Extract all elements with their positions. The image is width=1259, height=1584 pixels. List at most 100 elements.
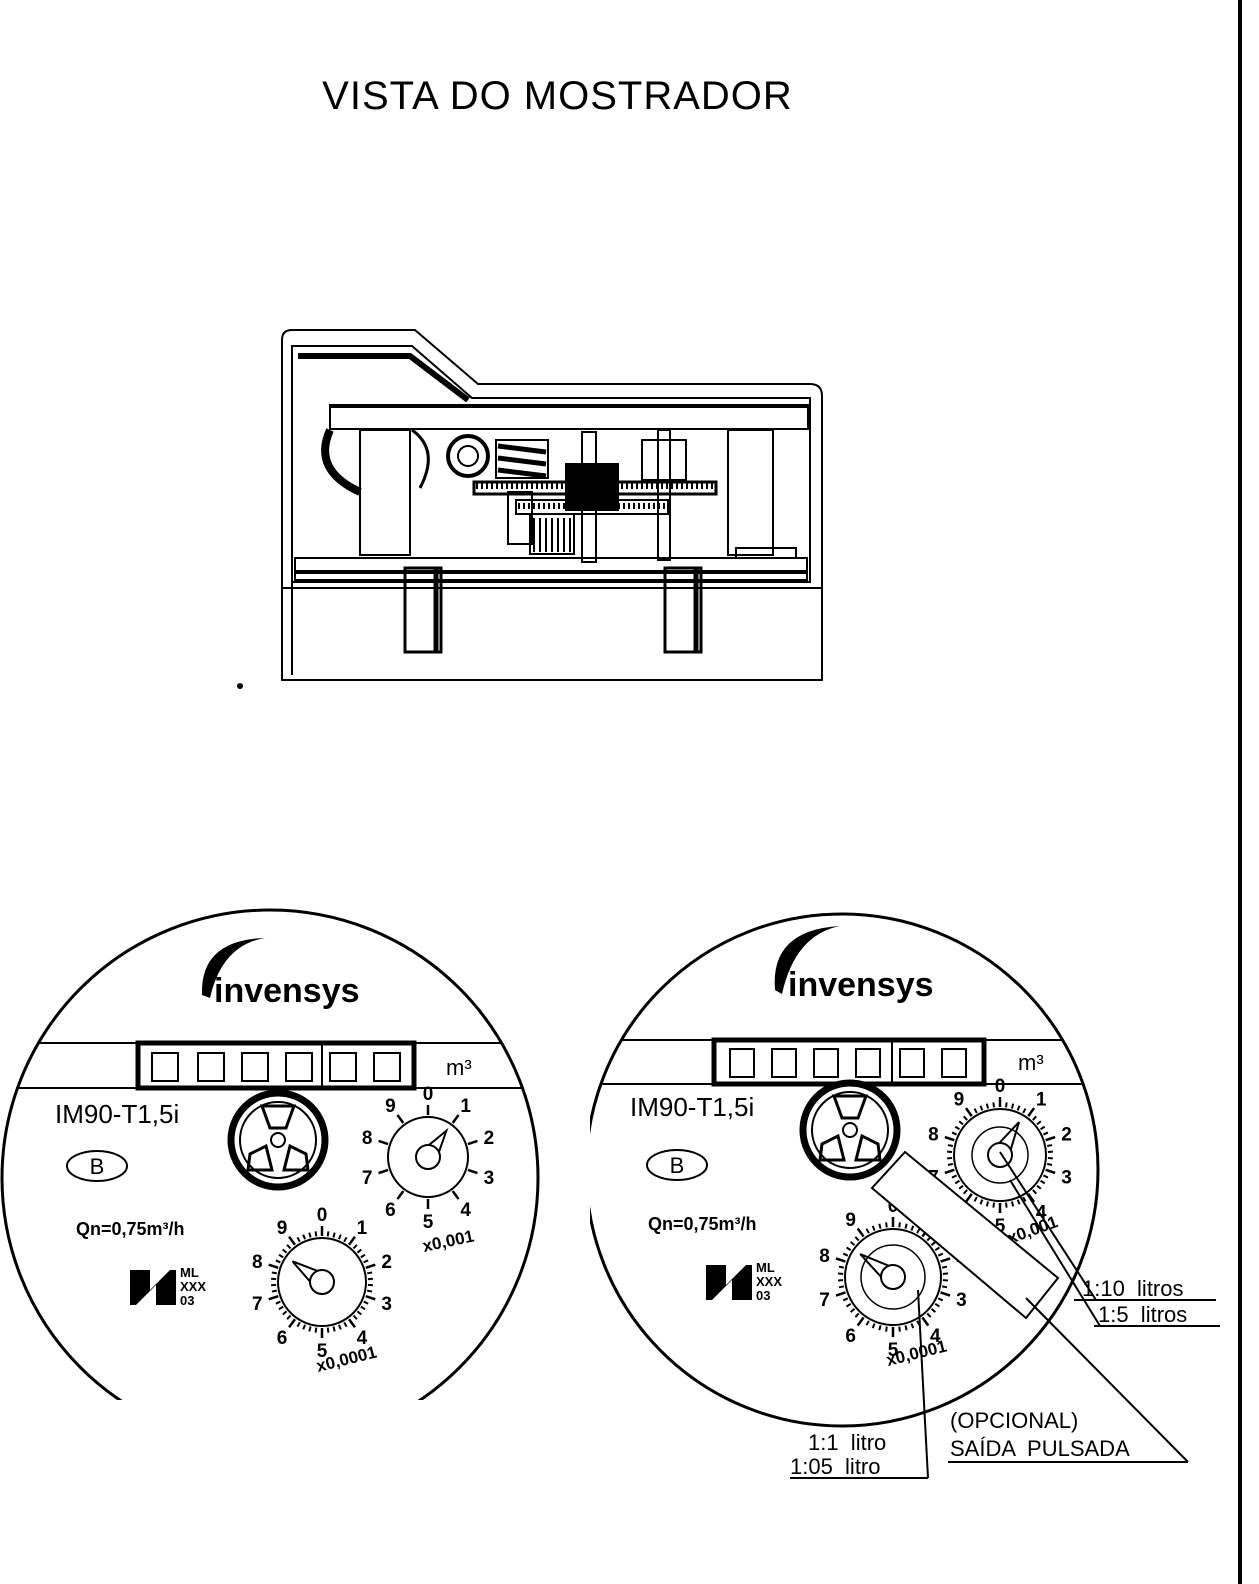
dial-tick [314, 1231, 318, 1237]
dial-tick [378, 1139, 389, 1146]
svg-text:XXX: XXX [756, 1274, 782, 1289]
dial-tick [365, 1263, 376, 1269]
pulse-sensor-bar [870, 1150, 1060, 1320]
dial-tick [865, 1320, 870, 1326]
dial-tick [288, 1318, 296, 1329]
dial-tick [308, 1326, 312, 1332]
dial-digit: 9 [954, 1089, 965, 1110]
dial-tick [954, 1125, 961, 1131]
dial-tick [973, 1196, 978, 1202]
dial-tick [338, 1324, 342, 1330]
dial-tick [940, 1291, 951, 1297]
dial-tick [1032, 1115, 1038, 1121]
dial-digit: 4 [460, 1200, 471, 1221]
dial-tick [898, 1222, 901, 1228]
dial-digit: 2 [1061, 1124, 1072, 1145]
dial-tick [904, 1223, 908, 1229]
dial-tick [282, 1248, 288, 1254]
model-label: IM90-T1,5i [55, 1099, 179, 1129]
dial-tick [910, 1225, 915, 1231]
dial-tick [1036, 1120, 1042, 1126]
dial-tick [268, 1263, 279, 1269]
dial-digit: 4 [930, 1326, 941, 1347]
dial-tick [835, 1257, 846, 1263]
flow-label: Qn=0,75m³/h [648, 1214, 757, 1234]
dial-digit: 3 [956, 1290, 967, 1311]
ratio-label-1-5: 1:5 litros [1098, 1302, 1187, 1327]
dial-digit: 6 [277, 1328, 288, 1349]
dial-tick [898, 1326, 901, 1332]
dial-tick [396, 1190, 405, 1200]
dial-tick [856, 1227, 865, 1238]
dial-tick [964, 1193, 973, 1203]
dial-tick [854, 1312, 860, 1318]
dial-tick [363, 1259, 369, 1264]
dial-tick [944, 1168, 955, 1175]
dial-tick [985, 1201, 990, 1207]
dial-tick [921, 1316, 930, 1327]
dial-tick [937, 1297, 944, 1302]
svg-text:ML: ML [180, 1265, 199, 1280]
dial-tick [302, 1234, 306, 1240]
brand-swoosh [201, 938, 265, 998]
dial-digit: 4 [1036, 1203, 1047, 1224]
dial-tick [343, 1236, 348, 1243]
meter-face-left: invensys m³ IM90-T1,5i B Qn=0,75m³/h ML … [0, 908, 540, 1400]
dial-tick [352, 1244, 358, 1250]
dial-tick [910, 1323, 915, 1329]
svg-text:03: 03 [180, 1293, 194, 1308]
dial-tick [947, 1163, 954, 1166]
dial-tick [865, 1228, 870, 1234]
class-badge [66, 1150, 128, 1182]
dial-digit: 7 [362, 1168, 373, 1189]
dial-tick [1046, 1163, 1053, 1166]
dial-tick [1022, 1108, 1027, 1114]
dial-tick [365, 1295, 376, 1301]
dial-tick [1027, 1107, 1036, 1117]
dial-tick [271, 1289, 278, 1293]
dial-tick [275, 1259, 281, 1264]
svg-text:B: B [90, 1154, 105, 1179]
dial-tick [314, 1327, 318, 1333]
dial-digit: 8 [252, 1252, 263, 1273]
dial-tick [467, 1139, 478, 1146]
mechanism-side-view [237, 329, 823, 689]
dial-digit: 8 [928, 1124, 939, 1145]
ratio-label-1-1: 1:1 litro [808, 1430, 886, 1455]
dial-tick [1016, 1105, 1021, 1111]
dial-tick [286, 1314, 292, 1320]
dial-tick [958, 1184, 964, 1190]
unit-label: m³ [446, 1055, 472, 1080]
dial-tick [871, 1323, 876, 1329]
dial-digit: 2 [484, 1128, 495, 1149]
dial-tick [356, 1310, 362, 1316]
dial-tick [885, 1222, 888, 1228]
page-title: VISTA DO MOSTRADOR [322, 74, 793, 118]
dial-digit: 0 [423, 1084, 434, 1105]
dial-digit: 5 [995, 1216, 1006, 1237]
dial-tick [941, 1265, 948, 1269]
dial-tick [1045, 1168, 1056, 1175]
dial-tick [360, 1253, 366, 1259]
dial-tick [951, 1131, 957, 1136]
meter-face-right: invensys m³ IM90-T1,5i B Qn=0,75m³/h ML … [590, 912, 1220, 1479]
dial-tick [979, 1199, 984, 1205]
dial-needle [991, 1121, 1020, 1160]
dial-tick [363, 1300, 369, 1305]
svg-text:XXX: XXX [180, 1279, 206, 1294]
dial-digit: 3 [484, 1168, 495, 1189]
dial-tick [958, 1120, 964, 1126]
dial-tick [916, 1228, 921, 1234]
dial-tick [296, 1321, 301, 1328]
dial-tick [348, 1235, 356, 1246]
dial-tick [849, 1308, 856, 1313]
dial-tick [962, 1189, 968, 1195]
dial-tick [451, 1114, 460, 1124]
dial-tick [940, 1257, 951, 1263]
dial-digit: 3 [1061, 1168, 1072, 1189]
dial-tick [835, 1291, 846, 1297]
dial-tick [467, 1168, 478, 1175]
